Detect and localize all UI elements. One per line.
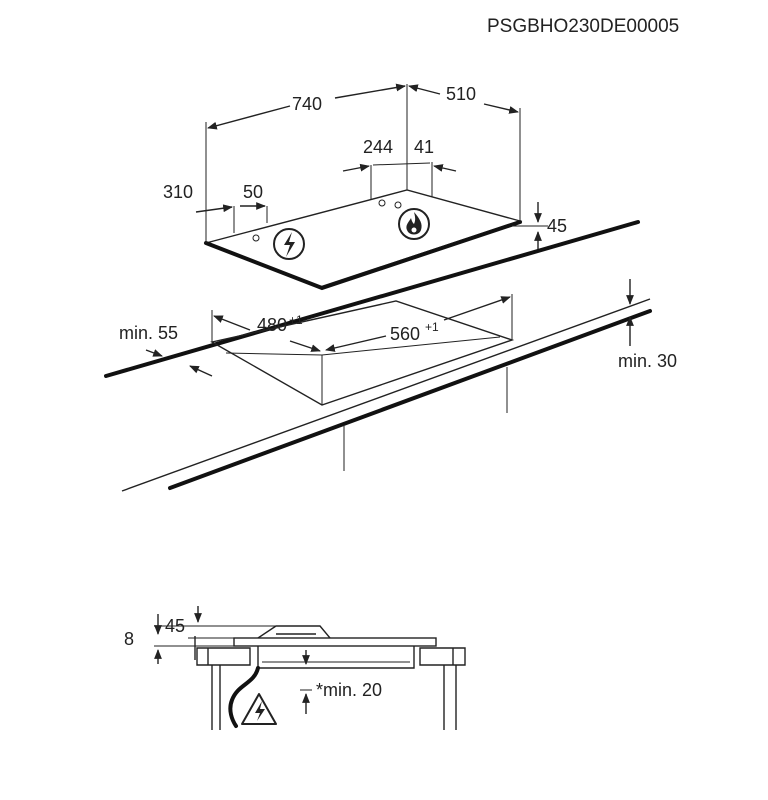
- dimension-min-side-label: min. 30: [618, 351, 677, 371]
- dimension-cutout-width: 560 +1: [325, 296, 511, 352]
- dimension-cutout-width-tol: +1: [425, 320, 439, 334]
- side-dimension-45-label: 45: [165, 616, 185, 636]
- product-code: PSGBHO230DE00005: [487, 16, 679, 37]
- hob-top: [203, 189, 523, 291]
- dimension-width-label: 740: [292, 94, 322, 114]
- dimension-min-side: min. 30: [618, 279, 677, 371]
- dimension-min-front: min. 55: [119, 323, 213, 377]
- gas-flame-icon: [398, 208, 430, 240]
- dimension-depth: 510: [408, 84, 521, 221]
- dimension-41-label: 41: [414, 137, 434, 157]
- electric-warning-icon: [241, 693, 277, 725]
- dimension-min-below: *min. 20: [300, 650, 382, 714]
- dimension-width: 740: [205, 83, 408, 243]
- dimension-min-front-label: min. 55: [119, 323, 178, 343]
- dimension-min-below-label: *min. 20: [316, 680, 382, 700]
- worktop: [104, 220, 652, 492]
- side-view: [196, 625, 466, 730]
- dimension-244-label: 244: [363, 137, 393, 157]
- dimension-cutout-width-label: 560: [390, 324, 420, 344]
- dimension-side-heights: 45 8: [124, 606, 276, 664]
- dimension-depth-label: 510: [446, 84, 476, 104]
- dimension-244-41: 244 41: [342, 137, 457, 200]
- worktop-cutout: [210, 294, 515, 406]
- electric-connection-icon: [273, 228, 305, 260]
- dimension-310-50: 310 50: [163, 182, 268, 233]
- dimension-cutout-depth-label: 480: [257, 315, 287, 335]
- dimension-50-label: 50: [243, 182, 263, 202]
- dimension-310-label: 310: [163, 182, 193, 202]
- dimension-hob-height-label: 45: [547, 216, 567, 236]
- dimension-cutout-depth-tol: +1: [289, 313, 303, 327]
- dimension-hob-height: 45: [512, 202, 567, 250]
- side-dimension-8-label: 8: [124, 629, 134, 649]
- dimension-cutout-depth: 480 +1: [213, 313, 321, 352]
